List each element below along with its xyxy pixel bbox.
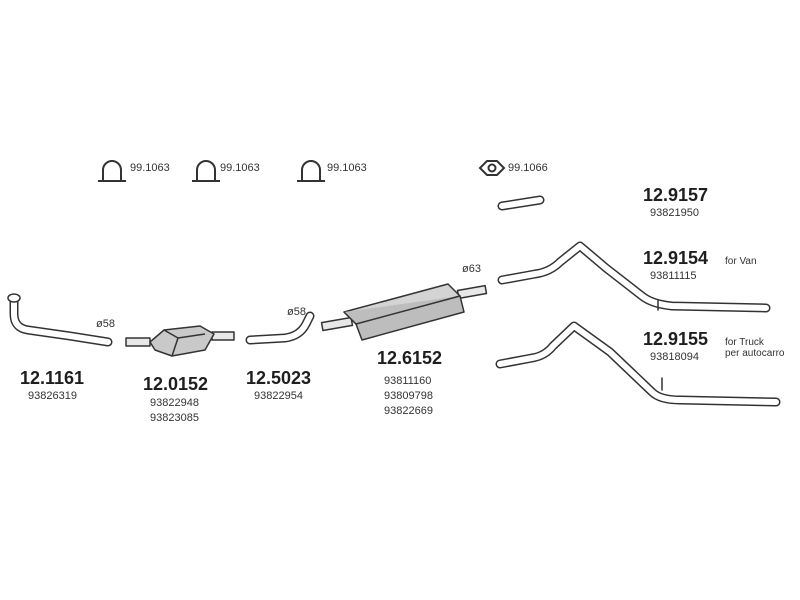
clamp-code: 99.1063 — [220, 162, 260, 174]
part-code-tail-pipe-van: 12.9154 — [643, 248, 709, 268]
oem-ref: 93823085 — [150, 412, 199, 424]
tail-piece-drawing — [497, 195, 545, 211]
part-code-silencer: 12.6152 — [377, 348, 443, 368]
silencer-diameter: ø63 — [462, 263, 481, 275]
middle-pipe-drawing — [245, 311, 315, 345]
oem-ref: 93822948 — [150, 397, 199, 409]
vehicle-note: for Truck — [725, 337, 764, 348]
tail-pipe-truck-drawing — [495, 321, 781, 407]
clamp-code: 99.1063 — [327, 162, 367, 174]
gasket-code: 99.1066 — [508, 162, 548, 174]
silencer-drawing — [320, 283, 488, 341]
oem-ref: 93822954 — [254, 390, 303, 402]
oem-ref: 93811115 — [650, 270, 697, 282]
front-pipe-diameter: ø58 — [96, 318, 115, 330]
u-bolt-clamp-icon — [192, 160, 220, 182]
oem-ref: 93811160 — [384, 375, 432, 387]
front-pipe-drawing — [7, 293, 113, 347]
oem-ref: 93826319 — [28, 390, 77, 402]
flange-gasket-icon — [478, 160, 506, 176]
clamp-code: 99.1063 — [130, 162, 170, 174]
vehicle-note: for Van — [725, 256, 757, 267]
tail-pipe-van-drawing — [497, 241, 771, 313]
u-bolt-clamp-icon — [297, 160, 325, 182]
middle-pipe-diameter: ø58 — [287, 306, 306, 318]
oem-ref: 93809798 — [384, 390, 433, 402]
part-code-front-pipe: 12.1161 — [20, 368, 85, 388]
part-code-middle-pipe: 12.5023 — [246, 368, 312, 388]
part-code-catalyst: 12.0152 — [143, 374, 209, 394]
catalyst-drawing — [125, 325, 235, 357]
oem-ref: 93818094 — [650, 351, 699, 363]
vehicle-note: per autocarro — [725, 348, 785, 359]
part-code-tail-piece: 12.9157 — [643, 185, 709, 205]
u-bolt-clamp-icon — [98, 160, 126, 182]
oem-ref: 93822669 — [384, 405, 433, 417]
part-code-tail-pipe-truck: 12.9155 — [643, 329, 709, 349]
oem-ref: 93821950 — [650, 207, 699, 219]
